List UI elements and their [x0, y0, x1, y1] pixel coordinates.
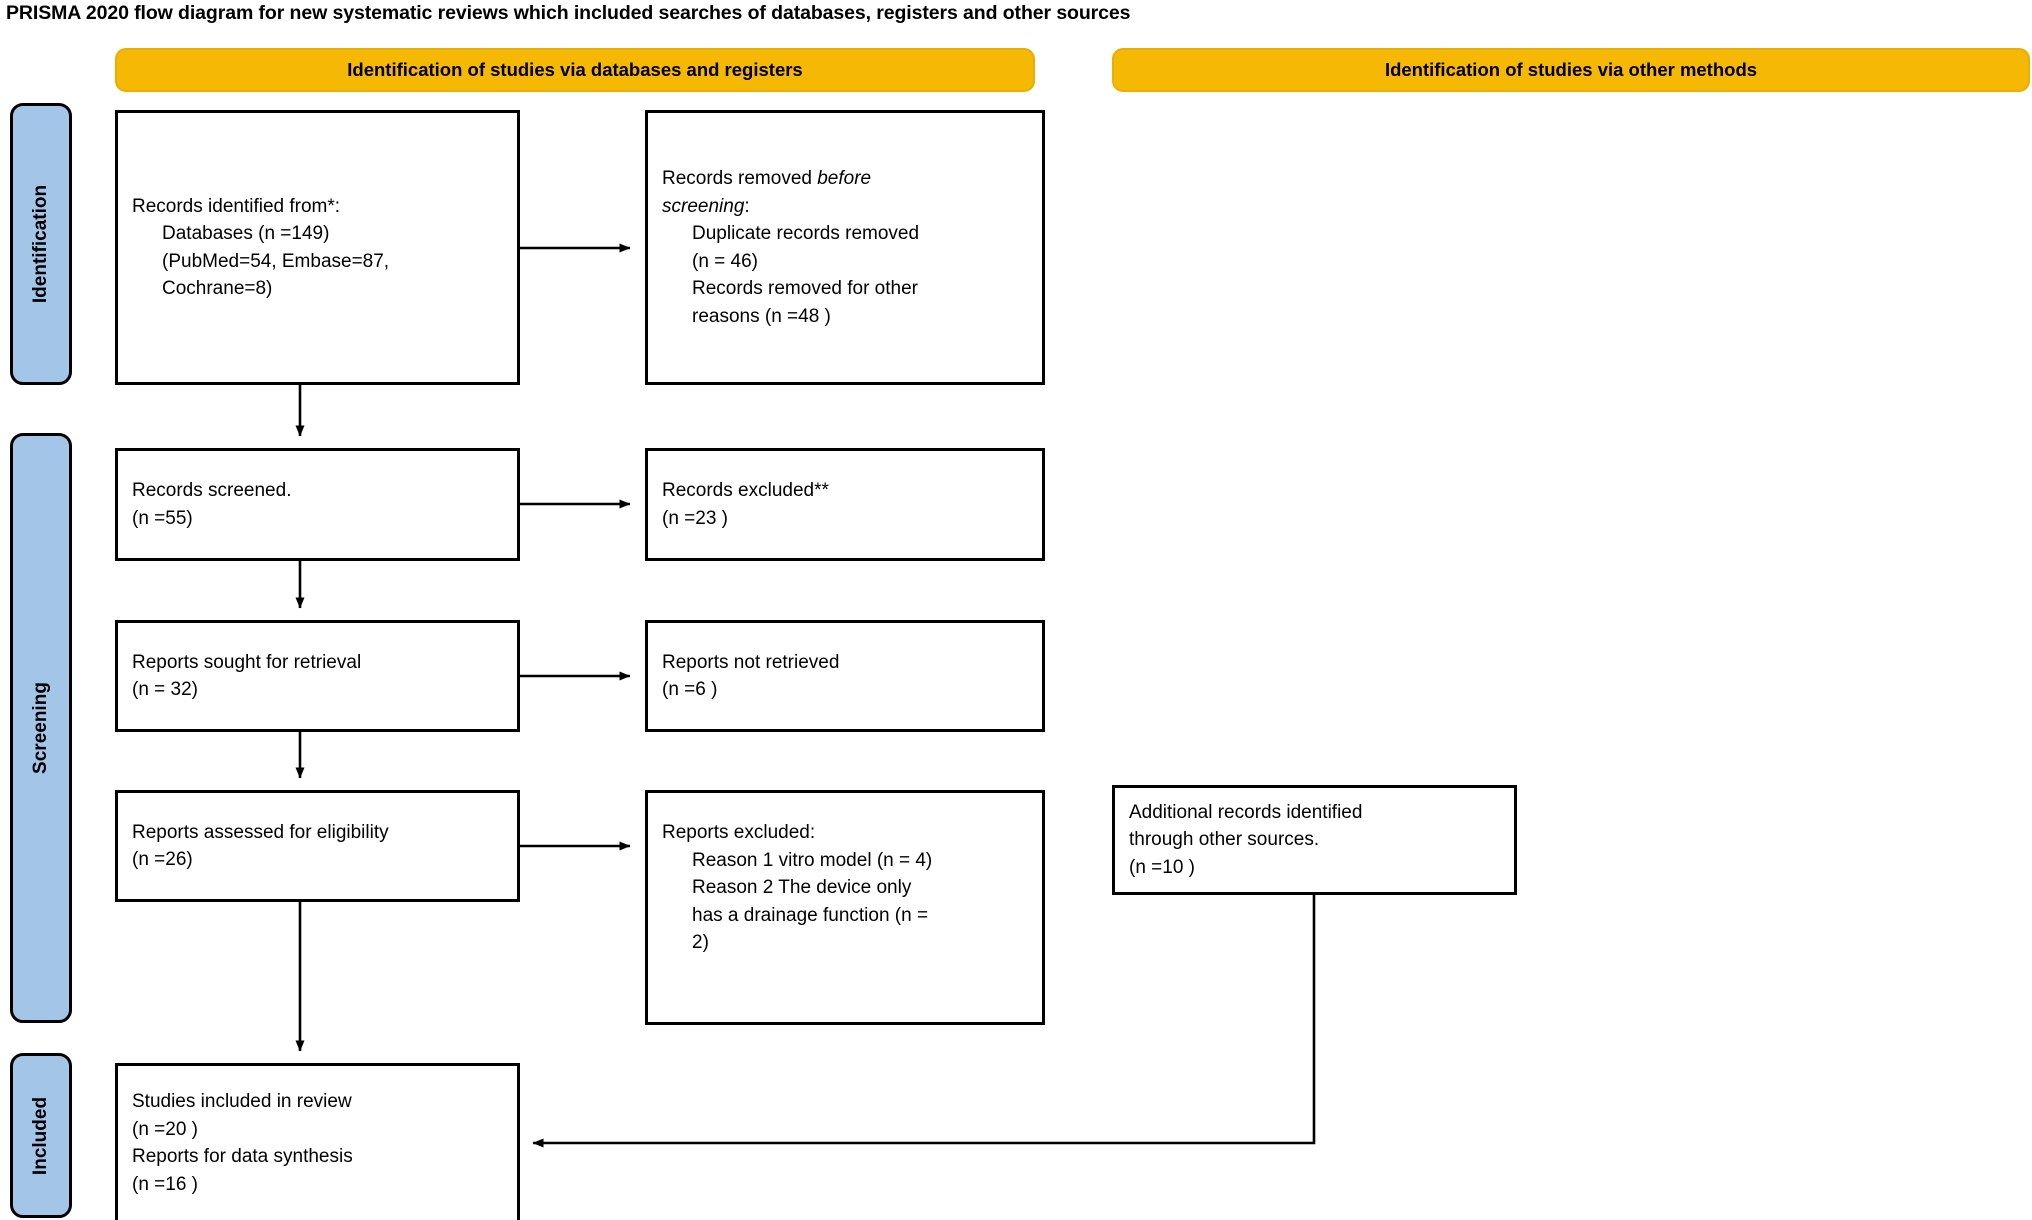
box-additional-records-line2: through other sources.: [1129, 829, 1320, 851]
box-records-identified-line1: Records identified from*:: [132, 195, 341, 217]
box-records-excluded-line1: Records excluded**: [662, 480, 829, 501]
box-reports-excluded-line2: Reason 1 vitro model (n = 4): [692, 849, 933, 871]
box-additional-records: Additional records identified through ot…: [1112, 785, 1517, 895]
box-reports-excluded-line1: Reports excluded:: [662, 822, 816, 843]
box-records-screened-line1: Records screened.: [132, 480, 292, 501]
box-records-removed-line1-emph: before: [817, 168, 872, 189]
box-additional-records-line1: Additional records identified: [1129, 801, 1363, 823]
section-header-databases-label: Identification of studies via databases …: [347, 59, 803, 80]
box-records-excluded: Records excluded** (n =23 ): [645, 448, 1045, 561]
box-records-removed-line2-emph: screening: [662, 195, 745, 217]
box-reports-sought: Reports sought for retrieval (n = 32): [115, 620, 520, 732]
box-records-removed-before-screening: Records removed before screening: Duplic…: [645, 110, 1045, 385]
box-records-removed-line4: (n = 46): [692, 250, 759, 272]
box-reports-excluded-line3: Reason 2 The device only: [692, 877, 912, 898]
box-reports-excluded: Reports excluded: Reason 1 vitro model (…: [645, 790, 1045, 1025]
box-studies-included: Studies included in review (n =20 ) Repo…: [115, 1063, 520, 1220]
section-header-other-methods: Identification of studies via other meth…: [1112, 48, 2030, 92]
box-records-screened-line2: (n =55): [132, 507, 193, 529]
box-additional-records-line3: (n =10 ): [1129, 856, 1196, 878]
box-records-removed-line6: reasons (n =48 ): [692, 305, 831, 327]
stage-rail-identification-label: Identification: [30, 184, 51, 304]
box-reports-excluded-line5: 2): [692, 932, 709, 953]
box-studies-included-line4: (n =16 ): [132, 1173, 199, 1195]
stage-rail-screening: Screening: [10, 433, 72, 1023]
box-records-removed-line3: Duplicate records removed: [692, 223, 920, 244]
section-header-databases: Identification of studies via databases …: [115, 48, 1035, 92]
box-records-removed-line2-colon: :: [744, 195, 750, 217]
box-records-removed-line1: Records removed before: [662, 165, 1028, 193]
box-reports-not-retrieved-line1: Reports not retrieved: [662, 651, 840, 673]
stage-rail-screening-label: Screening: [30, 682, 51, 774]
stage-rail-included-label: Included: [30, 1096, 51, 1175]
box-reports-assessed-line1: Reports assessed for eligibility: [132, 821, 389, 843]
stage-rail-identification: Identification: [10, 103, 72, 385]
box-records-removed-line5: Records removed for other: [692, 278, 918, 299]
box-reports-excluded-line4: has a drainage function (n =: [692, 904, 929, 926]
box-reports-assessed: Reports assessed for eligibility (n =26): [115, 790, 520, 902]
box-studies-included-line3: Reports for data synthesis: [132, 1146, 353, 1167]
box-records-identified-line3: (PubMed=54, Embase=87,: [162, 250, 390, 272]
box-records-removed-line2: screening:: [662, 193, 1028, 221]
section-header-other-methods-label: Identification of studies via other meth…: [1384, 59, 1758, 80]
box-records-identified-line2: Databases (n =149): [162, 223, 330, 244]
box-records-screened: Records screened. (n =55): [115, 448, 520, 561]
box-records-excluded-line2: (n =23 ): [662, 507, 729, 529]
page-title: PRISMA 2020 flow diagram for new systema…: [6, 2, 1131, 24]
box-studies-included-line1: Studies included in review: [132, 1091, 352, 1112]
stage-rail-included: Included: [10, 1053, 72, 1218]
box-reports-sought-line2: (n = 32): [132, 679, 199, 700]
box-reports-assessed-line2: (n =26): [132, 849, 193, 870]
box-records-removed-line1-text: Records removed: [662, 168, 818, 189]
box-records-identified-line4: Cochrane=8): [162, 278, 273, 299]
box-records-identified: Records identified from*: Databases (n =…: [115, 110, 520, 385]
box-reports-not-retrieved-line2: (n =6 ): [662, 679, 718, 700]
box-reports-not-retrieved: Reports not retrieved (n =6 ): [645, 620, 1045, 732]
box-reports-sought-line1: Reports sought for retrieval: [132, 651, 362, 673]
box-studies-included-line2: (n =20 ): [132, 1118, 199, 1140]
